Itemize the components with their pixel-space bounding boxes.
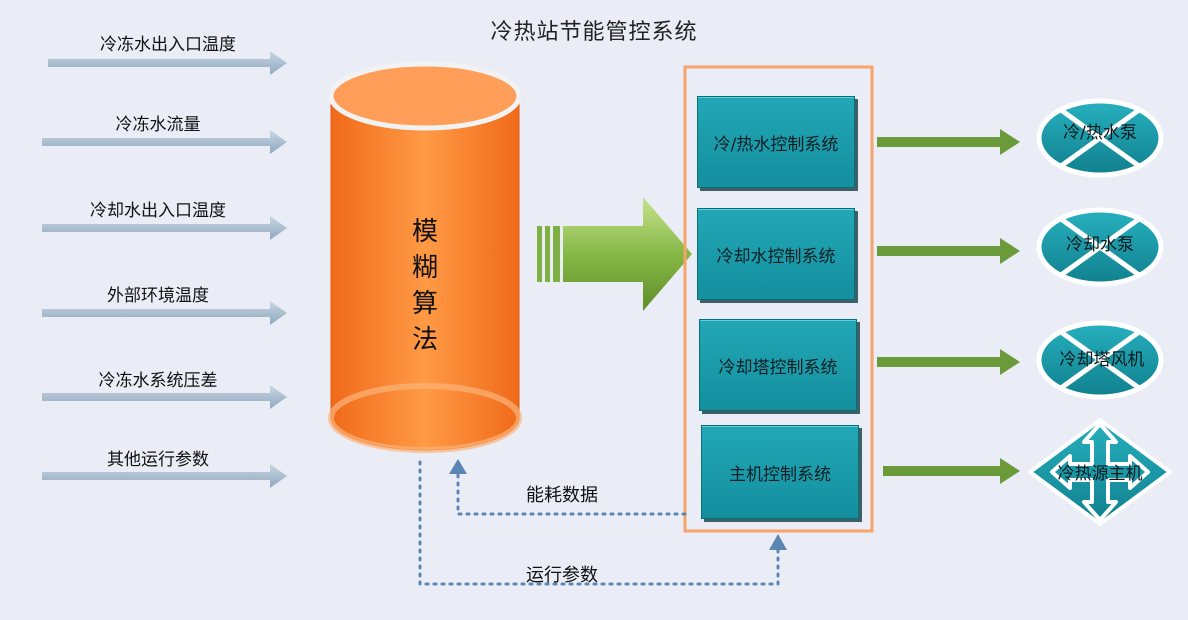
output-arrow [877,349,1020,375]
device-label-heat-source-chiller: 冷热源主机 [1057,464,1143,484]
input-arrow [42,130,287,154]
input-label-outdoor-temp: 外部环境温度 [107,286,209,306]
input-arrow [42,216,287,240]
fuzzy-algorithm-cylinder [328,61,522,453]
device-label-chiller-water-pump: 冷/热水泵 [1063,123,1137,143]
run-params-label: 运行参数 [526,565,598,586]
control-box-chiller-host: 主机控制系统 [701,425,859,519]
input-label-cooling-water-temp: 冷却水出入口温度 [90,201,226,221]
device-label-cooling-tower-fan: 冷却塔风机 [1059,350,1145,370]
device-chiller-water-pump [1036,98,1164,178]
control-box-cooling-water: 冷却水控制系统 [697,208,855,300]
output-arrow [877,129,1020,155]
control-frame [683,65,874,533]
input-label-chilled-water-pressure: 冷冻水系统压差 [98,371,218,391]
fuzzy-algorithm-label: 模 糊 算 法 [411,217,438,355]
device-cooling-tower-fan [1036,320,1164,400]
device-heat-source-chiller [1026,417,1174,527]
run-params-feedback-line [418,460,787,586]
control-box-chilled-hot-water: 冷/热水控制系统 [697,96,855,188]
device-label-cooling-water-pump: 冷却水泵 [1066,235,1134,255]
output-arrow [883,458,1020,484]
input-arrow [42,301,287,325]
control-box-cooling-tower: 冷却塔控制系统 [699,319,857,411]
device-cooling-water-pump [1036,207,1164,287]
input-arrow [42,385,287,409]
input-label-chilled-water-flow: 冷冻水流量 [115,115,201,135]
energy-data-label: 能耗数据 [526,485,598,506]
input-arrow [48,51,287,75]
page-title: 冷热站节能管控系统 [490,20,698,45]
big-process-arrow [537,197,692,311]
input-label-other-params: 其他运行参数 [107,450,209,470]
output-arrow [877,238,1020,264]
input-label-chilled-water-temp: 冷冻水出入口温度 [100,35,236,55]
input-arrow [42,464,287,488]
energy-data-feedback-line [449,459,687,516]
